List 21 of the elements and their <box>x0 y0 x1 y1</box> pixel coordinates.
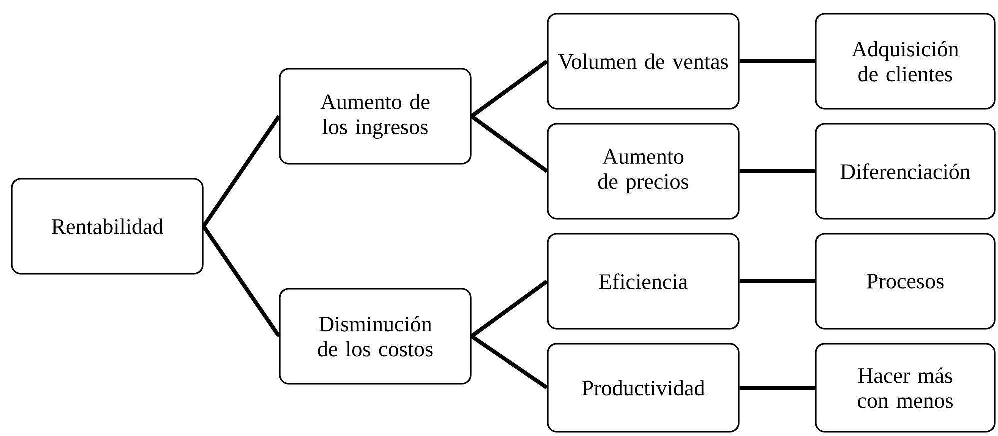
connector-line <box>470 60 548 118</box>
process-box: Disminución de los costos <box>279 288 472 385</box>
connector-line <box>470 334 548 390</box>
connector-line <box>740 280 816 284</box>
process-box: Eficiencia <box>547 233 740 330</box>
process-box: Diferenciación <box>815 123 996 220</box>
connector-line <box>740 386 816 390</box>
process-box: Hacer más con menos <box>815 343 996 433</box>
connector-line <box>740 170 816 174</box>
connector-line <box>202 225 281 338</box>
connector-line <box>740 60 816 64</box>
process-box: Volumen de ventas <box>547 13 740 110</box>
process-box: Aumento de precios <box>547 123 740 220</box>
process-box: Procesos <box>815 233 996 330</box>
process-box: Productividad <box>547 343 740 433</box>
process-box: Rentabilidad <box>11 178 204 275</box>
connector-line <box>470 280 548 338</box>
process-box: Adquisición de clientes <box>815 13 996 110</box>
connector-line <box>202 115 281 228</box>
process-box: Aumento de los ingresos <box>279 68 472 165</box>
connector-line <box>470 114 548 174</box>
